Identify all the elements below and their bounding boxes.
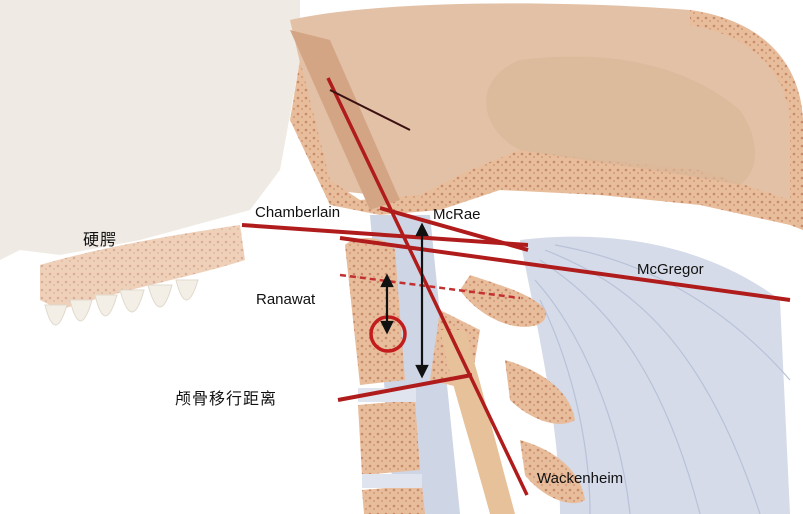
hard-palate-label: 硬腭 <box>83 232 117 248</box>
mcrae-label: McRae <box>433 207 481 222</box>
c3-body <box>358 400 420 475</box>
chamberlain-label: Chamberlain <box>255 205 340 220</box>
faded-face <box>0 0 300 260</box>
wackenheim-label: Wackenheim <box>537 471 623 486</box>
disc-c3c4 <box>362 474 422 488</box>
ranawat-label: Ranawat <box>256 292 315 307</box>
c4-body <box>362 485 425 514</box>
migration-distance-label: 颅骨移行距离 <box>175 391 277 407</box>
mcgregor-label: McGregor <box>637 262 704 277</box>
